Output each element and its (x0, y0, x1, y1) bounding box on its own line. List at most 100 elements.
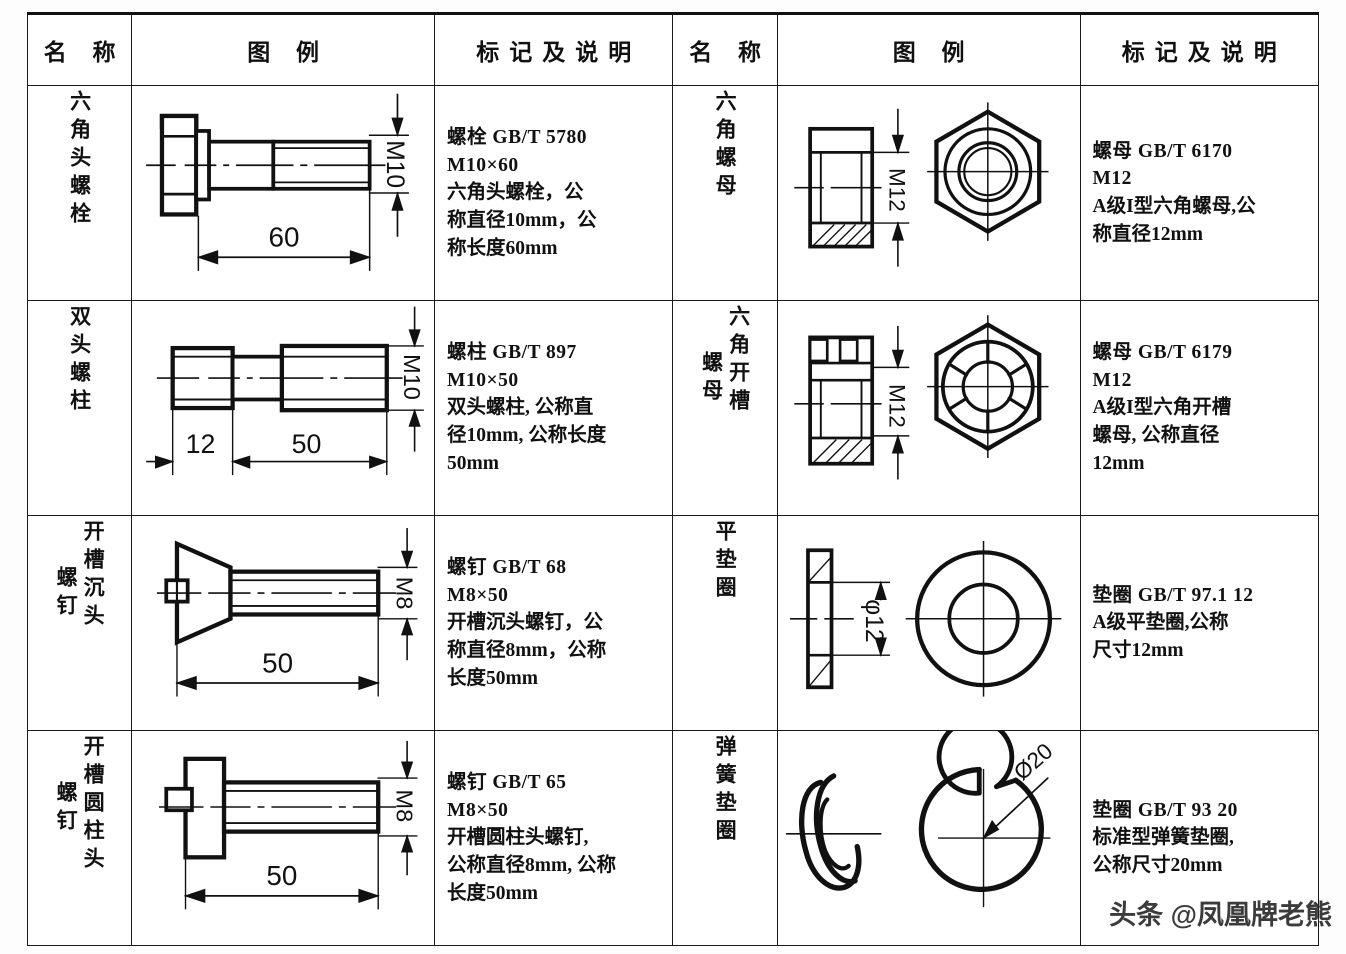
mark-line: 垫圈 GB/T 97.1 12 (1092, 584, 1254, 606)
dimension-thread-label: M12 (884, 384, 909, 428)
mark-line: 螺母, 公称直径 (1092, 424, 1220, 446)
mark-cell-plain-washer: 垫圈 GB/T 97.1 12 A级平垫圈,公称 尺寸12mm (1079, 515, 1320, 732)
name-cell-hex-nut: 六角螺母 (672, 84, 778, 302)
name-cell-hex-bolt: 六角头螺栓 (26, 84, 133, 302)
name-label-secondary: 螺钉 (54, 566, 79, 623)
slotted-cheese-head-screw-drawing: 50 M8 (159, 741, 418, 910)
figure-cell-hex-nut: M12 (776, 84, 1081, 302)
name-label-primary: 开槽沉头 (81, 520, 106, 633)
mark-line: 50mm (447, 452, 500, 474)
mark-line: 螺母 GB/T 6179 (1092, 341, 1233, 363)
mark-line: 六角头螺栓，公 (447, 182, 584, 204)
mark-line: 双头螺柱, 公称直 (447, 397, 594, 419)
figure-cell-cheese-head-screw: 50 M8 (131, 730, 436, 947)
header-figure-right: 图 例 (776, 13, 1081, 86)
mark-line: 称直径8mm，公称 (447, 640, 607, 662)
name-label-secondary: 螺钉 (54, 781, 79, 838)
mark-line: 径10mm, 公称长度 (447, 424, 607, 446)
mark-line: M10×50 (447, 369, 519, 391)
name-label-secondary: 螺母 (699, 351, 724, 408)
mark-line: 尺寸12mm (1092, 640, 1184, 662)
mark-line: 长度50mm (447, 667, 539, 689)
mark-line: M10×60 (447, 154, 519, 176)
mark-line: 开槽圆柱头螺钉, (447, 827, 589, 849)
mark-line: A级I型六角螺母,公 (1092, 196, 1256, 218)
mark-cell-hex-nut: 螺母 GB/T 6170 M12 A级I型六角螺母,公 称直径12mm (1079, 84, 1320, 302)
mark-cell-countersunk-screw: 螺钉 GB/T 68 M8×50 开槽沉头螺钉，公 称直径8mm，公称 长度50… (434, 515, 674, 732)
mark-line: 螺母 GB/T 6170 (1092, 140, 1233, 162)
figure-cell-spring-washer: Ø20 (776, 730, 1081, 947)
mark-line: M12 (1092, 369, 1132, 391)
plain-washer-drawing: φ12 (789, 541, 1062, 697)
watermark: 头条 @凤凰牌老熊 (1109, 900, 1332, 930)
name-cell-slotted-nut: 六角开槽 螺母 (672, 300, 778, 517)
mark-line: M12 (1092, 168, 1132, 190)
figure-cell-countersunk-screw: 50 M8 (131, 515, 436, 732)
mark-line: 螺钉 GB/T 65 (447, 772, 567, 794)
table-row: 六角头螺栓 (26, 84, 1320, 302)
name-label-primary: 双头螺柱 (67, 305, 92, 418)
name-label-primary: 六角头螺栓 (67, 90, 92, 230)
dimension-thread-label: M10 (399, 354, 425, 400)
dimension-length-label: 60 (269, 222, 300, 253)
header-figure-left: 图 例 (131, 13, 436, 86)
name-cell-plain-washer: 平垫圈 (672, 515, 778, 732)
mark-cell-slotted-nut: 螺母 GB/T 6179 M12 A级I型六角开槽 螺母, 公称直径 12mm (1079, 300, 1320, 517)
name-label-primary: 开槽圆柱头 (81, 735, 106, 876)
hex-slotted-nut-drawing: M12 (793, 315, 1049, 480)
mark-line: 螺柱 GB/T 897 (447, 341, 577, 363)
mark-line: 公称尺寸20mm (1092, 855, 1223, 877)
mark-line: M8×50 (447, 584, 509, 606)
mark-cell-hex-bolt: 螺栓 GB/T 5780 M10×60 六角头螺栓，公 称直径10mm，公 称长… (434, 84, 674, 302)
figure-cell-stud: 12 50 M10 (131, 300, 436, 517)
name-label-primary: 六角螺母 (713, 90, 738, 202)
mark-text: 螺母 GB/T 6170 M12 A级I型六角螺母,公 称直径12mm (1081, 132, 1318, 255)
figure-cell-plain-washer: φ12 (776, 515, 1081, 732)
mark-text: 螺钉 GB/T 65 M8×50 开槽圆柱头螺钉, 公称直径8mm, 公称 长度… (435, 763, 672, 913)
dimension-thread-label: M8 (392, 577, 418, 610)
header-name-left: 名 称 (26, 13, 133, 86)
name-cell-cheese-head-screw: 开槽圆柱头 螺钉 (26, 730, 133, 947)
dimension-short-label: 12 (186, 429, 216, 459)
header-name-right: 名 称 (672, 13, 778, 86)
name-label-primary: 弹簧垫圈 (713, 735, 738, 848)
name-cell-spring-washer: 弹簧垫圈 (672, 730, 778, 947)
mark-line: A级平垫圈,公称 (1092, 612, 1229, 634)
mark-line: 标准型弹簧垫圈, (1092, 827, 1234, 849)
mark-line: 螺钉 GB/T 68 (447, 557, 567, 579)
name-label-primary: 六角开槽 (726, 305, 751, 418)
name-cell-countersunk-screw: 开槽沉头 螺钉 (26, 515, 133, 732)
mark-cell-spring-washer: 垫圈 GB/T 93 20 标准型弹簧垫圈, 公称尺寸20mm (1079, 730, 1320, 947)
table-header-row: 名 称 图 例 标记及说明 名 称 图 例 标记及说明 (26, 13, 1320, 86)
name-cell-stud: 双头螺柱 (26, 300, 133, 517)
mark-line: 称长度60mm (447, 237, 558, 259)
mark-line: 长度50mm (447, 882, 539, 904)
hex-nut-drawing: M12 (793, 102, 1049, 267)
table-row: 开槽圆柱头 螺钉 (26, 730, 1320, 947)
mark-text: 螺柱 GB/T 897 M10×50 双头螺柱, 公称直 径10mm, 公称长度… (435, 333, 672, 483)
mark-text: 螺栓 GB/T 5780 M10×60 六角头螺栓，公 称直径10mm，公 称长… (435, 118, 672, 268)
mark-cell-cheese-head-screw: 螺钉 GB/T 65 M8×50 开槽圆柱头螺钉, 公称直径8mm, 公称 长度… (434, 730, 674, 947)
mark-text: 螺母 GB/T 6179 M12 A级I型六角开槽 螺母, 公称直径 12mm (1081, 333, 1318, 483)
name-label-primary: 平垫圈 (713, 520, 738, 605)
mark-line: 称直径12mm (1092, 223, 1204, 245)
header-mark-left: 标记及说明 (434, 13, 674, 86)
figure-cell-slotted-nut: M12 (776, 300, 1081, 517)
mark-line: 称直径10mm，公 (447, 209, 597, 231)
dimension-thread-label: M8 (392, 790, 418, 823)
mark-text: 垫圈 GB/T 97.1 12 A级平垫圈,公称 尺寸12mm (1081, 576, 1318, 671)
dimension-diameter-label: φ12 (859, 599, 886, 642)
figure-cell-hex-bolt: 60 M10 (131, 84, 436, 302)
slotted-countersunk-screw-drawing: 50 M8 (157, 528, 418, 697)
double-end-stud-drawing: 12 50 M10 (146, 306, 425, 476)
dimension-thread-label: M10 (381, 140, 408, 188)
mark-line: 公称直径8mm, 公称 (447, 855, 617, 877)
mark-cell-stud: 螺柱 GB/T 897 M10×50 双头螺柱, 公称直 径10mm, 公称长度… (434, 300, 674, 517)
dimension-length-label: 50 (267, 860, 298, 891)
mark-line: A级I型六角开槽 (1092, 397, 1232, 419)
mark-line: 开槽沉头螺钉，公 (447, 612, 604, 634)
table-row: 双头螺柱 (26, 300, 1320, 517)
dimension-thread-label: M12 (884, 168, 909, 212)
header-mark-right: 标记及说明 (1079, 13, 1320, 86)
